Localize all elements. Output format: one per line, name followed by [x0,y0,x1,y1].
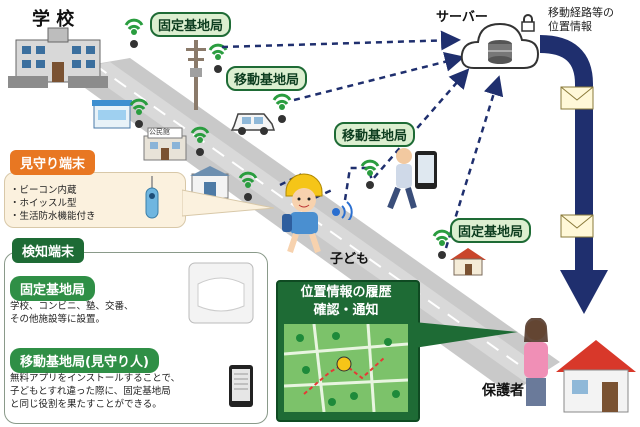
history-title-line2: 確認・通知 [313,303,379,318]
fixed-base-station-right-label: 固定基地局 [450,218,532,243]
child-label: 子ども [330,252,370,267]
notification-arrow [539,35,608,314]
history-title: 位置情報の履歴 確認・通知 [276,284,416,320]
feature-whistle: ・ホイッスル型 [10,198,77,209]
watch-terminal-title: 見守り端末 [10,150,96,175]
smartphone-icon [229,365,253,407]
mobile-desc-line3: と同じ役割を果たすことができる。 [10,399,162,410]
utility-pole [186,40,206,110]
fixed-base-station-top-label: 固定基地局 [150,12,232,37]
envelope-icon [560,86,594,110]
fixed-desc-line2: その他施設等に設置。 [10,314,106,325]
fixed-desc-line1: 学校、コンビニ、塾、交番、 [10,301,134,312]
panel-pointer [414,322,518,348]
whistle-icon [145,176,159,219]
history-map [284,324,408,412]
mobile-desc-line2: 子どもとすれ違った際に、固定基地局 [10,386,171,397]
convenience-store [92,100,132,129]
envelope-icon [560,214,594,238]
history-title-line1: 位置情報の履歴 [300,285,392,300]
mobile-station-desc-title: 移動基地局(見守り人) [10,348,159,373]
guardian-label: 保護者 [482,383,524,399]
fixed-station-desc: 学校、コンビニ、塾、交番、 その他施設等に設置。 [10,300,134,326]
fixed-station-desc-title: 固定基地局 [10,276,96,301]
antenna-icon [432,229,452,259]
mobile-base-station-mid-label: 移動基地局 [334,122,416,147]
feature-beacon: ・ビーコン内蔵 [10,185,77,196]
community-center-sign: 公民館 [149,128,170,136]
guardian-figure [524,318,548,406]
antenna-icon [238,171,258,201]
school-label: 学 校 [32,9,75,30]
mobile-base-station-top-label: 移動基地局 [226,66,308,91]
whistle-signal-icon [332,201,353,220]
antenna-icon [272,93,292,123]
antenna-icon [360,159,380,189]
feature-waterproof: ・生活防水機能付き [10,211,96,222]
car-icon [230,113,276,135]
panel-pointer [182,189,275,217]
antenna-icon [190,126,210,156]
cloud-server-icon [460,22,540,69]
walking-person [387,148,417,210]
mobile-station-desc: 無料アプリをインストールすることで、 子どもとすれ違った際に、固定基地局 と同じ… [10,372,180,411]
mobile-desc-line1: 無料アプリをインストールすることで、 [10,373,181,384]
detect-terminal-title: 検知端末 [12,238,85,263]
router-icon [188,262,254,324]
server-label: サーバー [436,10,488,25]
route-info-line1: 移動経路等の [548,6,614,19]
smartphone-icon [415,151,437,189]
route-info-label: 移動経路等の 位置情報 [548,6,614,34]
watch-terminal-features: ・ビーコン内蔵 ・ホイッスル型 ・生活防水機能付き [10,184,96,223]
antenna-icon [129,98,149,128]
house-icon [450,248,486,276]
child-figure [282,173,323,253]
lock-icon [521,14,535,32]
house-icon [556,340,636,413]
route-info-line2: 位置情報 [548,20,592,33]
antenna-icon [208,43,228,73]
antenna-icon [124,18,144,48]
